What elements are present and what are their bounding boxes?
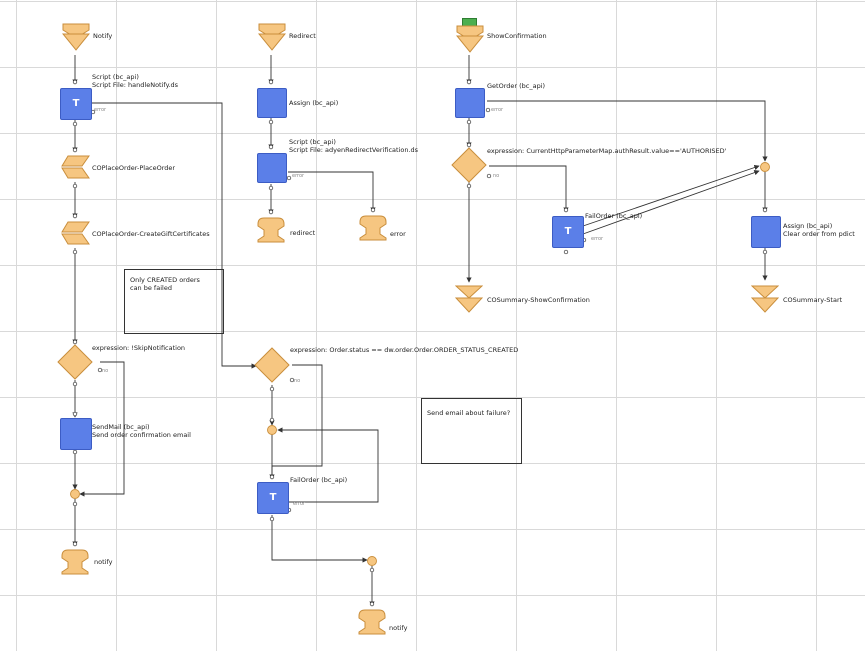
wire bbox=[582, 164, 760, 227]
decision-diamond-icon[interactable] bbox=[254, 347, 290, 383]
wire bbox=[288, 171, 376, 213]
error-connector-label: error bbox=[292, 173, 305, 179]
note-text: Send email about failure? bbox=[427, 409, 511, 417]
pipelet-fail-order-right[interactable]: T bbox=[552, 216, 584, 248]
jump-label-show-confirmation: COSummary-ShowConfirmation bbox=[487, 296, 590, 304]
wire bbox=[79, 361, 125, 497]
decision-diamond-icon[interactable] bbox=[451, 147, 487, 183]
error-connector-label: error bbox=[591, 236, 604, 242]
join-node-icon bbox=[367, 556, 377, 566]
end-label-notify: notify bbox=[389, 624, 408, 632]
pipelet-fail-order-center[interactable]: T bbox=[257, 482, 289, 514]
interaction-end-icon[interactable] bbox=[357, 608, 387, 636]
pipelet-label-line1: FailOrder (bc_api) bbox=[585, 212, 643, 220]
pipelet-label-line2: Script File: adyenRedirectVerification.d… bbox=[289, 146, 419, 154]
pipelet-label-line1: Assign (bc_api) bbox=[289, 99, 339, 107]
decision-expression-auth-result: expression: CurrentHttpParameterMap.auth… bbox=[487, 147, 727, 155]
interaction-end-icon[interactable] bbox=[256, 216, 286, 244]
start-label-redirect: Redirect bbox=[289, 32, 316, 40]
join-node-icon bbox=[267, 425, 277, 435]
pipelet-label-line2: Clear order from pdict bbox=[783, 230, 855, 238]
pipelet-label-line2: Script File: handleNotify.ds bbox=[92, 81, 179, 89]
pipelet-assign-redirect[interactable] bbox=[257, 88, 287, 118]
end-triangle-icon[interactable] bbox=[751, 284, 779, 314]
pipelet-get-order[interactable] bbox=[455, 88, 485, 118]
pipelet-label-line1: SendMail (bc_api) bbox=[92, 423, 150, 431]
pipelet-script-notify[interactable]: T bbox=[60, 88, 92, 120]
transactional-pipelet-icon: T bbox=[269, 492, 277, 503]
pipelet-label-line1: Assign (bc_api) bbox=[783, 222, 833, 230]
call-node-icon[interactable] bbox=[60, 220, 90, 246]
end-label-redirect: redirect bbox=[290, 229, 316, 237]
wire bbox=[582, 170, 760, 235]
error-connector-label: error bbox=[94, 107, 107, 113]
wire bbox=[271, 515, 368, 563]
start-triangle-icon[interactable] bbox=[258, 22, 286, 52]
pipelet-label-line1: Script (bc_api) bbox=[289, 138, 336, 146]
decision-no-label: no bbox=[102, 368, 109, 374]
end-label-error: error bbox=[390, 230, 406, 238]
start-triangle-icon[interactable] bbox=[456, 24, 484, 54]
pipelet-label-line1: GetOrder (bc_api) bbox=[487, 82, 546, 90]
start-label-notify: Notify bbox=[93, 32, 113, 40]
decision-expression-skip-notification: expression: !SkipNotification bbox=[92, 344, 186, 352]
error-connector-label: error bbox=[491, 107, 504, 113]
pipelet-label-line1: FailOrder (bc_api) bbox=[290, 476, 348, 484]
pipelet-send-mail[interactable] bbox=[60, 418, 92, 450]
decision-no-label: no bbox=[493, 173, 500, 179]
decision-expression-order-status: expression: Order.status == dw.order.Ord… bbox=[290, 346, 519, 354]
join-node-icon bbox=[760, 162, 770, 172]
call-node-icon[interactable] bbox=[60, 154, 90, 180]
join-node-icon bbox=[70, 489, 80, 499]
error-connector-label: error bbox=[293, 501, 306, 507]
interaction-end-icon[interactable] bbox=[60, 548, 90, 576]
start-triangle-icon[interactable] bbox=[62, 22, 90, 52]
decision-diamond-icon[interactable] bbox=[57, 344, 93, 380]
transactional-pipelet-icon: T bbox=[564, 226, 572, 237]
jump-label-start: COSummary-Start bbox=[783, 296, 843, 304]
note-text: Only CREATED orders can be failed bbox=[130, 276, 200, 292]
end-triangle-icon[interactable] bbox=[455, 284, 483, 314]
wire bbox=[487, 100, 768, 162]
note-box-created-only[interactable]: Only CREATED orders can be failed bbox=[124, 269, 224, 334]
note-box-send-email[interactable]: Send email about failure? bbox=[421, 398, 522, 464]
decision-no-label: no bbox=[294, 378, 301, 384]
pipelet-label-line2: Send order confirmation email bbox=[92, 431, 191, 439]
pipelet-assign-clear[interactable] bbox=[751, 216, 781, 248]
pipelet-script-redirect[interactable] bbox=[257, 153, 287, 183]
start-label-show-confirmation: ShowConfirmation bbox=[487, 32, 547, 40]
interaction-end-icon[interactable] bbox=[358, 214, 388, 242]
pipelet-label-line1: Script (bc_api) bbox=[92, 73, 139, 81]
call-label-create-gift-certificates: COPlaceOrder-CreateGiftCertificates bbox=[92, 230, 210, 238]
transactional-pipelet-icon: T bbox=[72, 98, 80, 109]
wire bbox=[92, 102, 257, 369]
wire bbox=[277, 427, 379, 503]
wire bbox=[489, 165, 569, 213]
end-label-notify: notify bbox=[94, 558, 113, 566]
call-label-place-order: COPlaceOrder-PlaceOrder bbox=[92, 164, 176, 172]
